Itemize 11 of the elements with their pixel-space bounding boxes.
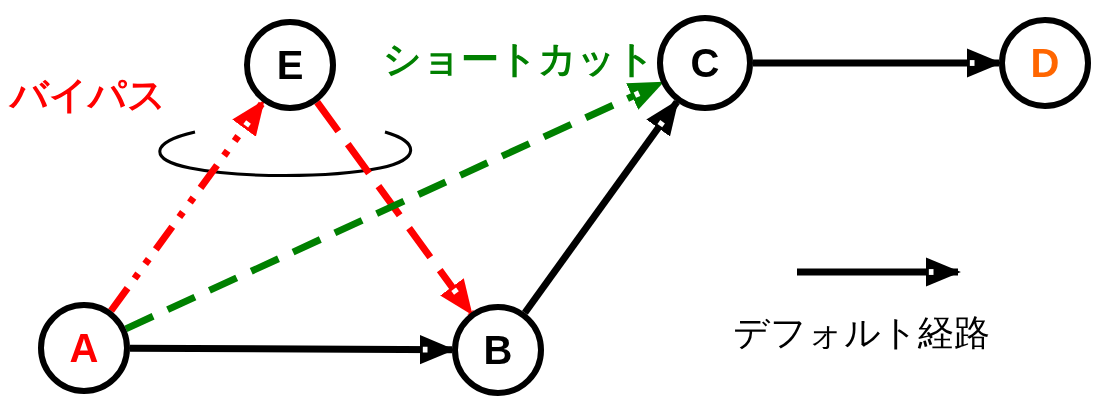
node-label: D xyxy=(1030,43,1060,83)
path-label: ショートカット xyxy=(383,40,655,78)
node-label: B xyxy=(483,330,513,370)
arrow xyxy=(522,99,680,315)
node-label: A xyxy=(69,328,99,368)
node-label: E xyxy=(276,45,304,85)
arrow xyxy=(108,99,266,313)
legend-label: デフォルト経路 xyxy=(733,315,990,351)
path-label: バイパス xyxy=(10,76,166,114)
node-label: C xyxy=(690,43,720,83)
arrow xyxy=(314,100,474,316)
